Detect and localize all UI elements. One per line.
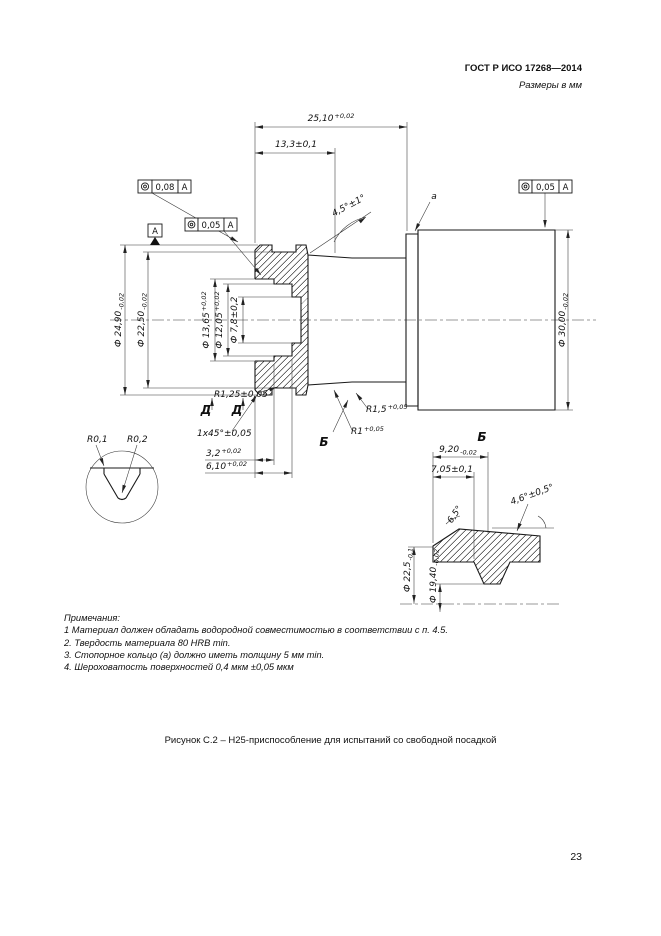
concentricity-icon xyxy=(187,220,196,229)
dim-det-angle46: 4,6°±0,5° xyxy=(509,483,555,508)
dim-depth-32: 3,2+0,02 xyxy=(206,447,241,459)
dim-r1: R1+0,05 xyxy=(351,425,384,437)
dim-det-dia194: Ф 19,40-0,02 xyxy=(429,549,441,603)
dim-length-total: 25,10+0,02 xyxy=(308,112,355,124)
dim-depth-610: 6,10+0,02 xyxy=(206,460,247,472)
dimension-lines xyxy=(120,122,573,612)
centerlines xyxy=(110,319,596,605)
dim-length-13: 13,3±0,1 xyxy=(275,140,317,150)
tolerance-value: 0,05 xyxy=(202,221,221,231)
datum-label: A xyxy=(152,227,158,237)
dim-dia-3000: Ф 30,00-0,02 xyxy=(558,293,570,347)
section-d-label: Д xyxy=(231,403,243,417)
page-number: 23 xyxy=(570,851,582,863)
tolerance-datum: A xyxy=(563,183,569,193)
datum-triangle-icon xyxy=(150,237,160,245)
tolerance-frame-mid: 0,05 A xyxy=(184,217,238,232)
detail-d-view xyxy=(85,450,159,524)
note-item: 4. Шероховатость поверхностей 0,4 мкм ±0… xyxy=(64,662,294,673)
dim-r01: R0,1 xyxy=(87,435,108,445)
dim-dia-78: Ф 7,8±0,2 xyxy=(230,296,240,343)
note-item: 2. Твердость материала 80 HRB min. xyxy=(64,637,231,648)
section-d-label: Д xyxy=(200,403,212,417)
dim-dia-2250: Ф 22,50-0,02 xyxy=(137,293,149,347)
tolerance-value: 0,05 xyxy=(536,183,555,193)
concentricity-icon xyxy=(521,182,530,191)
dim-det-angle65: 6,5° xyxy=(446,504,465,525)
notes-block: Примечания: 1 Материал должен обладать в… xyxy=(64,612,534,673)
detail-b-view xyxy=(432,528,541,585)
tolerance-datum: A xyxy=(228,221,234,231)
leader-lines xyxy=(95,192,546,532)
dim-dia-1365: Ф 13,65+0,02 xyxy=(200,291,212,348)
dim-angle-45: 4,5°±1° xyxy=(331,193,368,219)
tolerance-frame-left: 0,08 A xyxy=(137,179,192,194)
dim-r15: R1,5+0,05 xyxy=(366,403,408,415)
dimension-arrows xyxy=(99,125,570,611)
dim-det-705: 7,05±0,1 xyxy=(431,465,473,475)
dim-dia-2490: Ф 24,90-0,02 xyxy=(114,293,126,347)
figure-caption: Рисунок С.2 – Н25-приспособление для исп… xyxy=(164,735,497,746)
note-item: 1 Материал должен обладать водородной со… xyxy=(64,625,448,636)
detail-b-title: Б xyxy=(477,430,486,444)
section-b-label: Б xyxy=(319,435,328,449)
standard-number: ГОСТ Р ИСО 17268—2014 xyxy=(464,63,582,74)
note-item: 3. Стопорное кольцо (а) должно иметь тол… xyxy=(64,649,325,660)
tolerance-value: 0,08 xyxy=(156,183,175,193)
standard-header: ГОСТ Р ИСО 17268—2014 Размеры в мм xyxy=(465,62,582,92)
units-note: Размеры в мм xyxy=(518,80,582,91)
dim-chamfer: 1x45°±0,05 xyxy=(197,429,252,439)
notes-title: Примечания: xyxy=(64,613,120,623)
ring-label: a xyxy=(431,192,437,202)
dim-r02: R0,2 xyxy=(127,435,148,445)
main-view-outline xyxy=(254,229,556,411)
dim-r125: R1,25±0,05 xyxy=(214,390,268,400)
dim-det-dia225: Ф 22,5-0,1 xyxy=(403,548,415,592)
concentricity-icon xyxy=(140,182,150,191)
tolerance-datum: A xyxy=(182,183,188,193)
datum-marker: A xyxy=(147,223,163,245)
dim-dia-1205: Ф 12,05+0,02 xyxy=(213,291,225,348)
tolerance-frame-right: 0,05 A xyxy=(518,179,573,194)
dim-det-920: 9,20-0,02 xyxy=(439,445,477,457)
